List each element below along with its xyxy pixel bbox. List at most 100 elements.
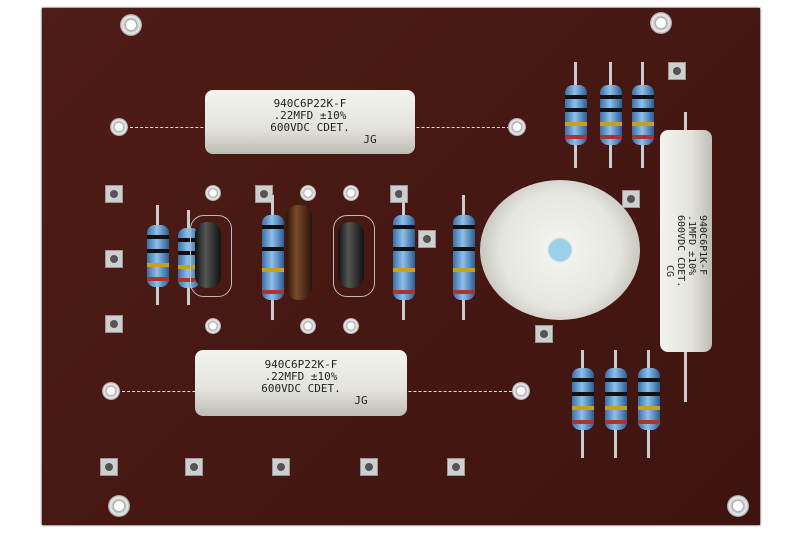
resistor (393, 215, 415, 300)
resistor (178, 228, 200, 288)
capacitor-rating: 600VDC CDET. (270, 121, 350, 134)
resistor-band (262, 246, 284, 251)
resistor (262, 215, 284, 300)
via (110, 118, 128, 136)
resistor-band (178, 264, 200, 269)
resistor-band (572, 420, 594, 424)
capacitor-value: .22MFD ±10% (264, 370, 338, 383)
resistor-band (393, 246, 415, 251)
solder-pad (105, 250, 123, 268)
resistor-band (147, 249, 169, 253)
capacitor-mark: JG (363, 133, 377, 146)
resistor-band (565, 121, 587, 126)
resistor (147, 225, 169, 287)
ceramic-capacitor (338, 222, 364, 288)
solder-pad (622, 190, 640, 208)
via (102, 382, 120, 400)
resistor-band (262, 268, 284, 273)
capacitor-mark: JG (354, 394, 368, 407)
resistor-band (605, 378, 627, 382)
ceramic-capacitor (195, 222, 221, 288)
capacitor-right: 940C6P1K-F .1MFD ±10% 600VDC CDET. CG (660, 130, 712, 352)
resistor (638, 368, 660, 430)
resistor-band (565, 95, 587, 99)
solder-pad (185, 458, 203, 476)
component-outline (190, 215, 232, 297)
resistor (565, 85, 587, 145)
capacitor-rating: 600VDC CDET. (675, 215, 686, 288)
capacitor-rating: 600VDC CDET. (261, 382, 341, 395)
resistor-band (572, 406, 594, 410)
solder-pad (272, 458, 290, 476)
film-capacitor (286, 205, 312, 300)
via (343, 318, 359, 334)
resistor-band (178, 278, 200, 282)
via (205, 185, 221, 201)
solder-pad (535, 325, 553, 343)
resistor-band (600, 135, 622, 139)
resistor-band (565, 135, 587, 139)
resistor-band (178, 251, 200, 256)
solder-pad (447, 458, 465, 476)
capacitor-top: 940C6P22K-F .22MFD ±10% 600VDC CDET. JG (205, 90, 415, 154)
resistor-band (147, 235, 169, 239)
solder-pad (668, 62, 686, 80)
capacitor-part-number: 940C6P22K-F (264, 358, 338, 371)
capacitor-mark: CG (664, 265, 675, 278)
via (508, 118, 526, 136)
resistor-band (453, 225, 475, 229)
capacitor-value: .1MFD ±10% (686, 215, 697, 276)
capacitor-bottom: 940C6P22K-F .22MFD ±10% 600VDC CDET. JG (195, 350, 407, 416)
component-outline (333, 215, 375, 297)
resistor-band (632, 95, 654, 99)
via (512, 382, 530, 400)
resistor-band (632, 108, 654, 113)
resistor-band (638, 378, 660, 382)
resistor-band (262, 290, 284, 294)
resistor-band (572, 392, 594, 396)
resistor-band (638, 420, 660, 424)
mounting-hole (650, 12, 672, 34)
resistor (453, 215, 475, 300)
resistor-band (600, 108, 622, 113)
resistor-band (572, 378, 594, 382)
resistor-band (605, 406, 627, 410)
resistor-band (393, 268, 415, 273)
mounting-hole (108, 495, 130, 517)
solder-pad (100, 458, 118, 476)
resistor-band (600, 121, 622, 126)
via (300, 185, 316, 201)
tube-socket (480, 180, 640, 320)
resistor (600, 85, 622, 145)
solder-pad (360, 458, 378, 476)
resistor (572, 368, 594, 430)
resistor-band (393, 225, 415, 229)
via (300, 318, 316, 334)
resistor-band (605, 420, 627, 424)
resistor-band (565, 108, 587, 113)
solder-pad (105, 315, 123, 333)
mounting-hole (727, 495, 749, 517)
resistor-band (638, 392, 660, 396)
solder-pad (390, 185, 408, 203)
mounting-hole (120, 14, 142, 36)
via (343, 185, 359, 201)
resistor-band (178, 238, 200, 242)
resistor-band (262, 225, 284, 229)
resistor-band (632, 135, 654, 139)
resistor-band (147, 263, 169, 267)
solder-pad (255, 185, 273, 203)
capacitor-part-number: 940C6P22K-F (273, 97, 347, 110)
capacitor-value: .22MFD ±10% (273, 109, 347, 122)
resistor (632, 85, 654, 145)
resistor-band (393, 290, 415, 294)
resistor-band (638, 406, 660, 410)
resistor-band (453, 290, 475, 294)
resistor-band (632, 121, 654, 126)
resistor-band (453, 246, 475, 251)
resistor-band (600, 95, 622, 99)
resistor-band (147, 277, 169, 281)
capacitor-part-number: 940C6P1K-F (697, 215, 708, 276)
resistor (605, 368, 627, 430)
resistor-band (453, 268, 475, 273)
